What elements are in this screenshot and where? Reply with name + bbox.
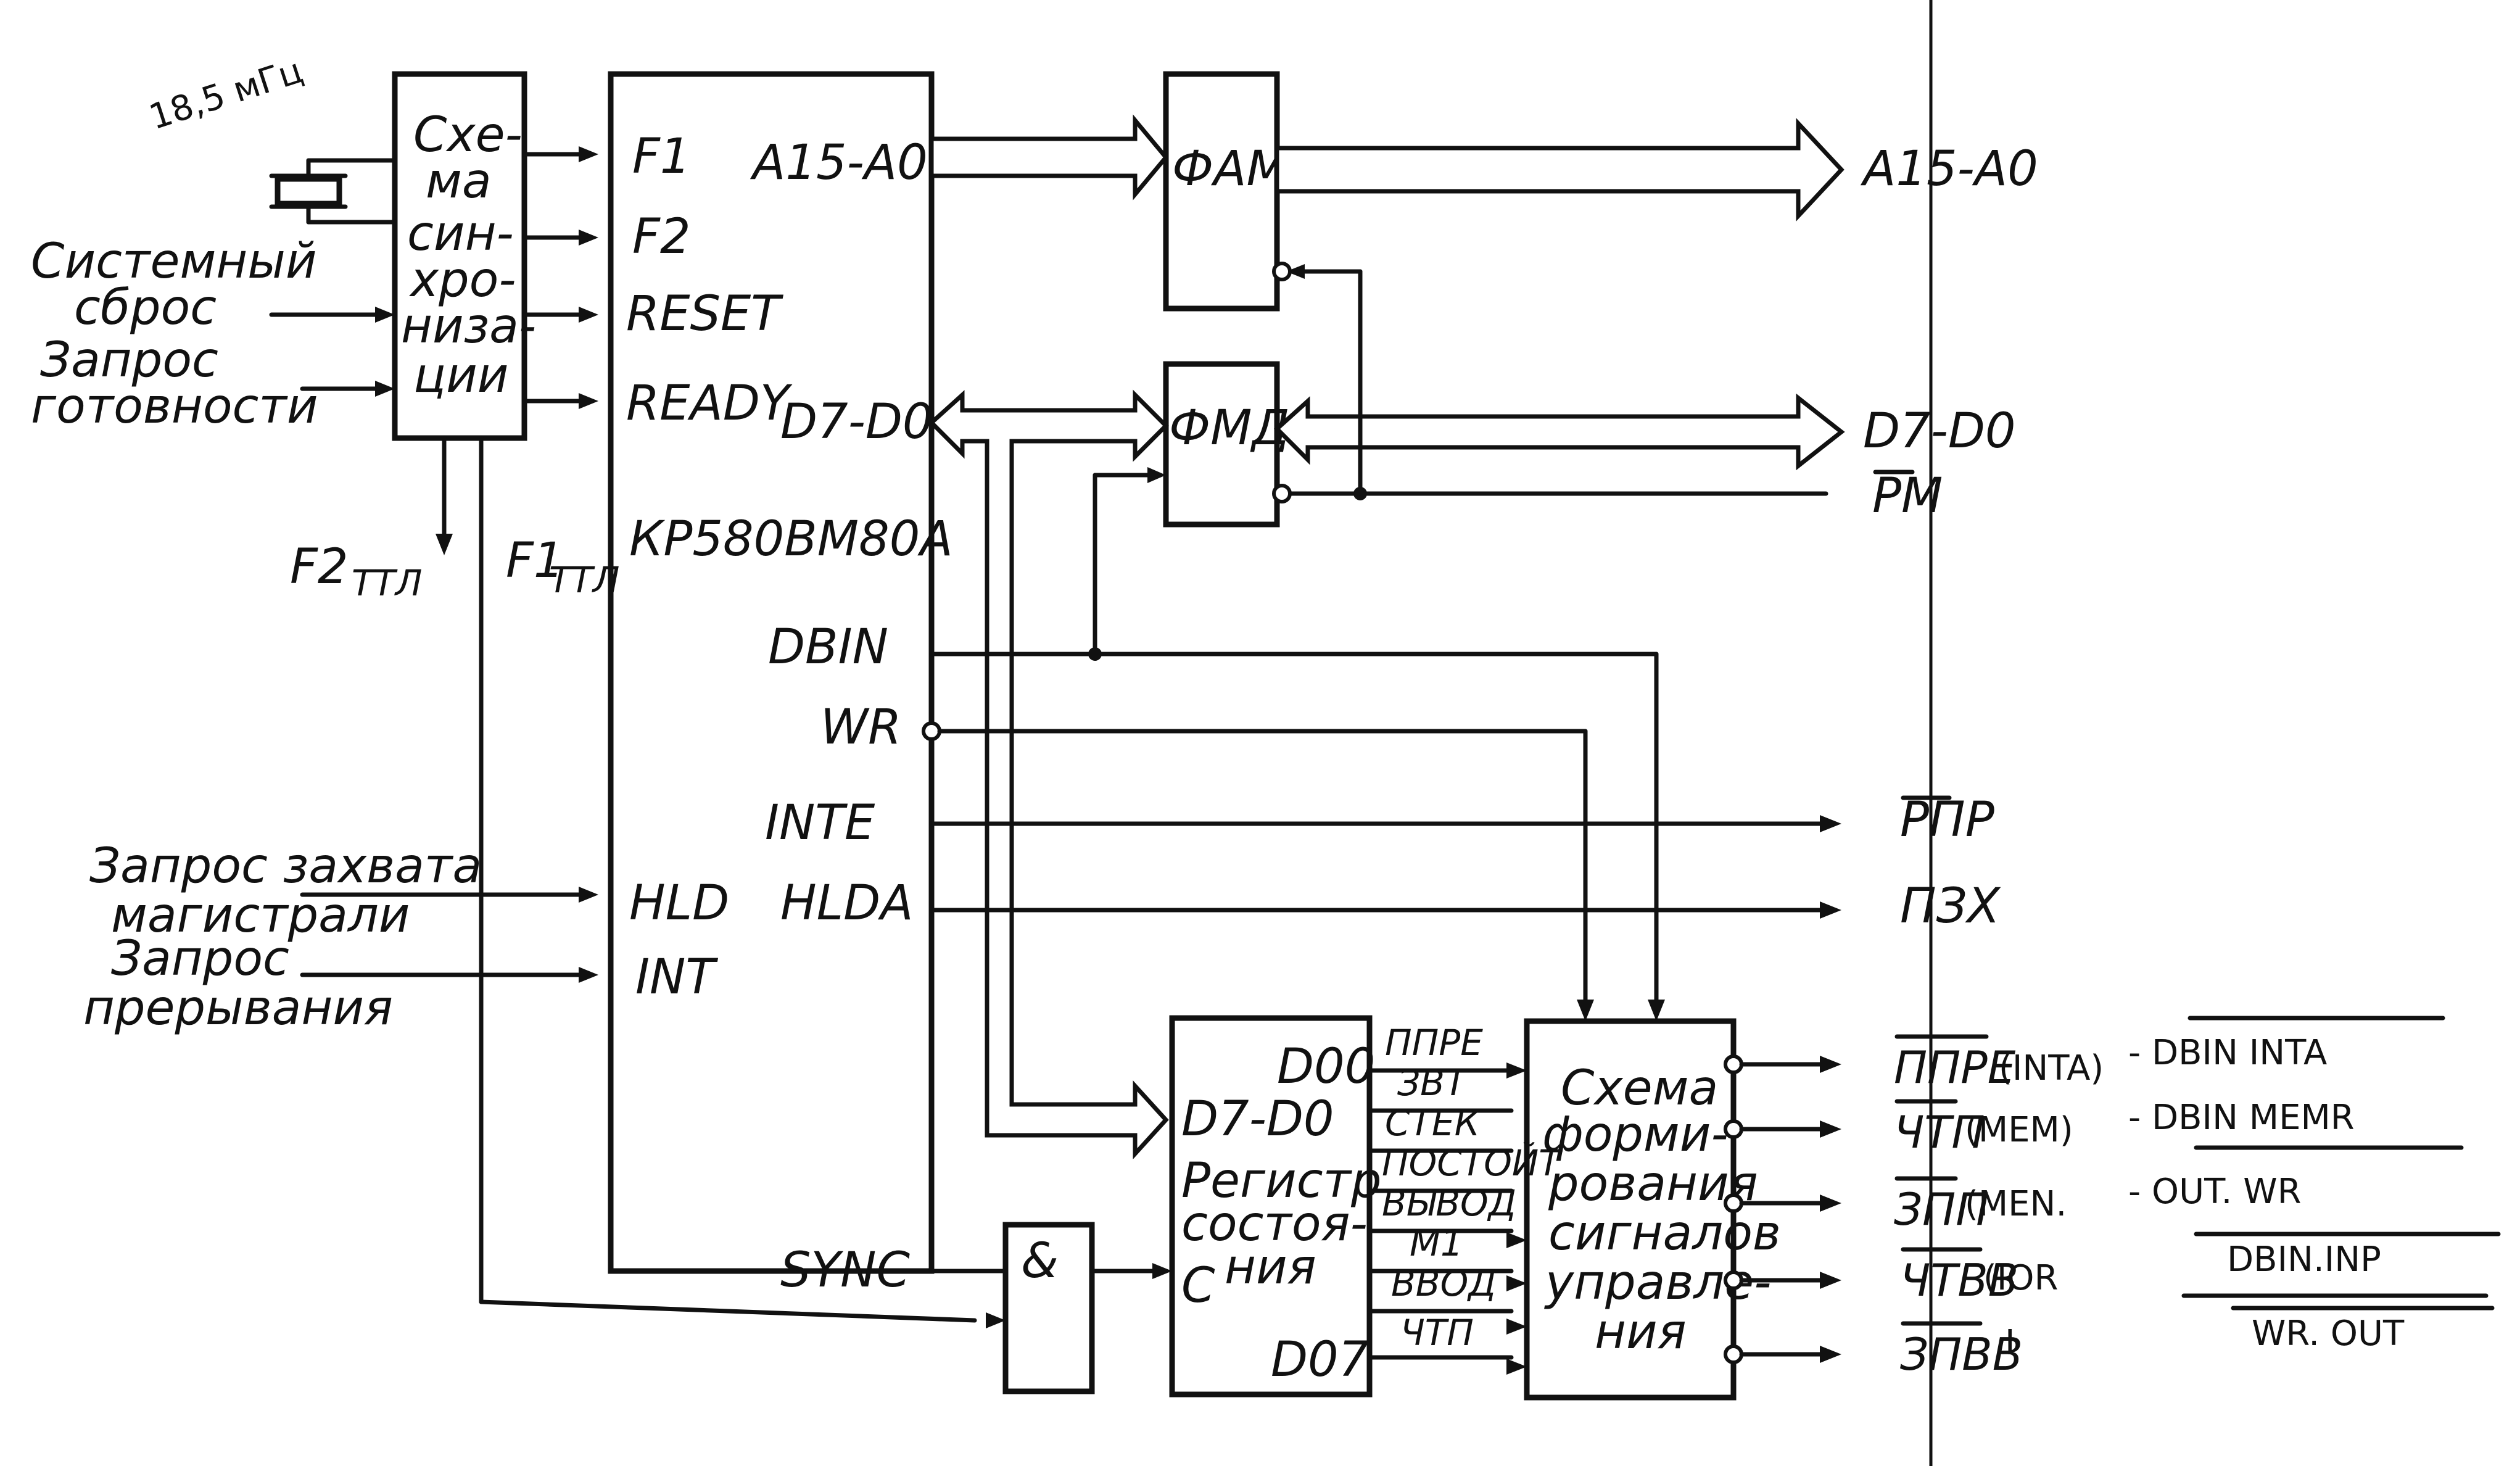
fmd-block xyxy=(1163,361,1280,528)
fmd-inversion xyxy=(1272,484,1292,503)
bus-request-label-2: магистрали xyxy=(111,888,410,943)
ctrl-out-5-note: I xyxy=(2005,1323,2015,1363)
cpu-pin-f1: F1 xyxy=(632,129,691,184)
status-bit-5: ВЫВОД xyxy=(1382,1182,1516,1224)
f1-ttl-label: F1 xyxy=(506,533,564,589)
cpu-pin-ready: READY xyxy=(626,376,793,431)
ctrl-out-4-expr: DBIN.INP xyxy=(2227,1240,2381,1280)
sync-block xyxy=(392,71,527,441)
crystal-oscillator xyxy=(269,158,397,225)
sync-label-2: ма xyxy=(426,154,492,209)
status-bit-1: ППРЕ xyxy=(1385,1022,1483,1064)
control-label-6: ния xyxy=(1595,1304,1687,1360)
sync-label-1: Схе- xyxy=(413,107,523,163)
data-bus-label: D7-D0 xyxy=(1863,404,2016,459)
interrupt-request-label-2: прерывания xyxy=(83,980,393,1036)
status-bit-8: ЧТП xyxy=(1400,1312,1474,1354)
control-label-3: рования xyxy=(1548,1156,1758,1212)
ctrl-out-5-expr: WR. OUT xyxy=(2252,1314,2405,1354)
cpu-pin-f2: F2 xyxy=(632,209,691,265)
sync-label-3: син- xyxy=(407,206,514,262)
addr-bus-label: A15-A0 xyxy=(1860,141,2038,197)
control-output-lines xyxy=(1724,1054,1841,1364)
rpr-label: РПР xyxy=(1900,792,1994,848)
cpu-pin-data: D7-D0 xyxy=(780,394,933,450)
cpu-pin-wr: WR xyxy=(820,700,901,755)
status-bit-2: ЗВТ xyxy=(1397,1062,1469,1104)
register-label-3: ния xyxy=(1225,1240,1316,1295)
register-pin-data: D7-D0 xyxy=(1181,1091,1334,1147)
f2-ttl-label: F2 xyxy=(290,539,349,595)
cpu-pin-reset: RESET xyxy=(626,286,783,342)
control-label-4: сигналов xyxy=(1548,1206,1781,1261)
ready-request-label-1: Запрос xyxy=(40,333,218,388)
control-label-2: форми- xyxy=(1542,1107,1729,1162)
ctrl-out-4-note: (IOR xyxy=(1983,1258,2058,1298)
system-reset-label-1: Системный xyxy=(31,234,317,289)
register-label-1: Регистр xyxy=(1181,1153,1382,1209)
bus-request-label-1: Запрос захвата xyxy=(89,839,482,894)
status-bit-lines xyxy=(1367,1062,1527,1375)
cpu-chip-label: КР580ВМ80А xyxy=(629,511,953,567)
cpu-pin-inte: INTE xyxy=(765,795,875,851)
fam-inversion xyxy=(1272,262,1292,281)
cpu-pin-hld: HLD xyxy=(629,876,729,931)
sync-label-4: хро- xyxy=(408,252,516,308)
status-bit-4: ПОСТОЙТ xyxy=(1382,1141,1563,1184)
control-label-1: Схема xyxy=(1561,1061,1718,1116)
register-label-2: состоя- xyxy=(1181,1196,1368,1252)
crystal-frequency-note: 18,5 мГц xyxy=(144,51,308,138)
status-register-block xyxy=(1169,1015,1373,1398)
status-bit-3: СТЕК xyxy=(1385,1102,1482,1144)
wr-inversion xyxy=(922,721,941,741)
ctrl-out-3-name: ЗПП xyxy=(1894,1183,1989,1235)
ctrl-out-3-note: (MEN. xyxy=(1965,1184,2067,1224)
data-bus-cpu-fmd xyxy=(928,389,1169,1160)
f2-ttl-sub: ТТЛ xyxy=(352,562,422,604)
addr-bus-cpu-fam xyxy=(929,114,1169,201)
register-pin-d7: D07 xyxy=(1271,1332,1369,1388)
f1-ttl-to-and xyxy=(479,1299,977,1323)
cpu-pin-hlda: HLDA xyxy=(780,876,914,931)
ctrl-out-1-expr: - DBIN INTA xyxy=(2128,1033,2327,1073)
addr-bus-out xyxy=(1274,118,1845,222)
cpu-pin-sync: SYNC xyxy=(780,1243,911,1298)
status-bit-7: ВВОД xyxy=(1391,1262,1497,1304)
pzx-label: ПЗХ xyxy=(1900,879,2001,934)
ctrl-out-5-name: ЗПВВ xyxy=(1900,1328,2023,1380)
data-bus-out xyxy=(1273,393,1845,471)
sync-label-5: низа- xyxy=(401,299,536,354)
ctrl-out-1-name: ППРЕ xyxy=(1894,1042,2016,1093)
ctrl-out-3-expr: - OUT. WR xyxy=(2128,1172,2302,1212)
ready-request-label-2: готовности xyxy=(31,379,318,434)
register-pin-d0: D00 xyxy=(1277,1039,1375,1095)
status-bit-6: М1 xyxy=(1410,1222,1463,1264)
and-gate-label: & xyxy=(1021,1233,1059,1289)
register-pin-c: C xyxy=(1181,1258,1215,1314)
cpu-block xyxy=(608,71,935,1274)
sync-label-6: ции xyxy=(413,348,508,404)
cpu-pin-int: INT xyxy=(635,950,718,1005)
system-reset-label-2: сброс xyxy=(74,280,217,336)
fmd-label: ФМД xyxy=(1169,400,1289,456)
ctrl-out-2-note: (MEM) xyxy=(1965,1110,2073,1150)
ctrl-out-1-note: (INTA) xyxy=(1999,1048,2104,1088)
ctrl-out-2-name: ЧТП xyxy=(1894,1106,1985,1158)
cpu-pin-dbin: DBIN xyxy=(768,619,888,675)
interrupt-request-label-1: Запрос xyxy=(111,931,289,987)
ctrl-out-4-name: ЧТВВ xyxy=(1900,1254,2018,1306)
ctrl-out-2-expr: - DBIN MEMR xyxy=(2128,1098,2355,1138)
rm-label: РМ xyxy=(1872,468,1943,524)
and-gate xyxy=(1002,1222,1095,1394)
cpu-pin-addr: A15-A0 xyxy=(750,135,928,191)
f1-ttl-sub: ТТЛ xyxy=(549,559,619,601)
fam-label: ФАМ xyxy=(1172,141,1288,197)
